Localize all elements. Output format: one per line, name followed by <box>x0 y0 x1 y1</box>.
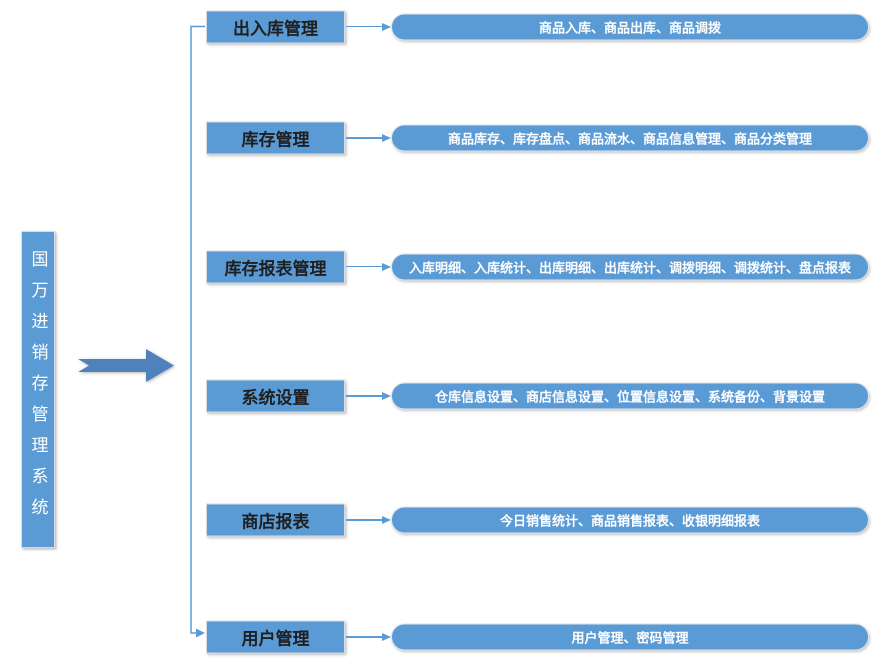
branch-detail-pill: 今日销售统计、商品销售报表、收银明细报表 <box>391 506 869 534</box>
branch-arrow-line <box>346 25 385 28</box>
branch-arrowhead-icon <box>382 392 391 400</box>
branch-arrow-line <box>346 137 385 139</box>
branch-node-label: 用户管理 <box>241 629 310 649</box>
branch-detail-pill: 入库明细、入库统计、出库明细、出库统计、调拨明细、调拨统计、盘点报表 <box>391 253 869 280</box>
branch-detail-text: 今日销售统计、商品销售报表、收银明细报表 <box>499 513 760 529</box>
branch-arrow-line <box>346 636 385 638</box>
branch-detail-pill: 商品库存、库存盘点、商品流水、商品信息管理、商品分类管理 <box>391 124 869 152</box>
branch-node: 用户管理 <box>206 620 345 654</box>
branch-detail-pill: 用户管理、密码管理 <box>391 623 869 651</box>
branch-detail-text: 商品入库、商品出库、商品调拨 <box>538 20 721 35</box>
branch-node-label: 库存报表管理 <box>224 259 327 278</box>
branch-arrowhead-icon <box>382 22 391 31</box>
branch-node: 库存管理 <box>206 121 345 155</box>
spine-arrowhead-icon <box>196 628 205 638</box>
branch-detail-text: 用户管理、密码管理 <box>571 630 689 646</box>
branch-detail-text: 仓库信息设置、商店信息设置、位置信息设置、系统备份、背景设置 <box>434 389 825 405</box>
branch-arrow-line <box>346 395 385 397</box>
branch-arrow-line <box>346 519 385 521</box>
branch-node: 库存报表管理 <box>206 250 345 283</box>
branch-node-label: 系统设置 <box>241 388 310 408</box>
main-right-arrow-icon <box>78 349 174 382</box>
root-node-system: 国万进销存管理系统 <box>21 231 55 548</box>
branch-arrowhead-icon <box>382 633 391 641</box>
branch-arrow-line <box>346 265 385 268</box>
branch-detail-text: 入库明细、入库统计、出库明细、出库统计、调拨明细、调拨统计、盘点报表 <box>408 260 851 275</box>
branch-arrowhead-icon <box>382 516 391 524</box>
branch-arrowhead-icon <box>382 262 391 271</box>
branch-node: 系统设置 <box>206 379 345 413</box>
branch-spine-line <box>190 25 205 634</box>
branch-node-label: 商店报表 <box>241 512 310 532</box>
branch-node-label: 出入库管理 <box>233 19 318 38</box>
branch-node: 商店报表 <box>206 503 345 537</box>
branch-node-label: 库存管理 <box>241 130 310 150</box>
branch-arrowhead-icon <box>382 134 391 142</box>
branch-node: 出入库管理 <box>206 10 345 43</box>
root-node-label: 国万进销存管理系统 <box>28 250 48 529</box>
branch-detail-pill: 仓库信息设置、商店信息设置、位置信息设置、系统备份、背景设置 <box>391 382 869 410</box>
branch-detail-pill: 商品入库、商品出库、商品调拨 <box>391 13 869 40</box>
branch-detail-text: 商品库存、库存盘点、商品流水、商品信息管理、商品分类管理 <box>447 131 812 147</box>
